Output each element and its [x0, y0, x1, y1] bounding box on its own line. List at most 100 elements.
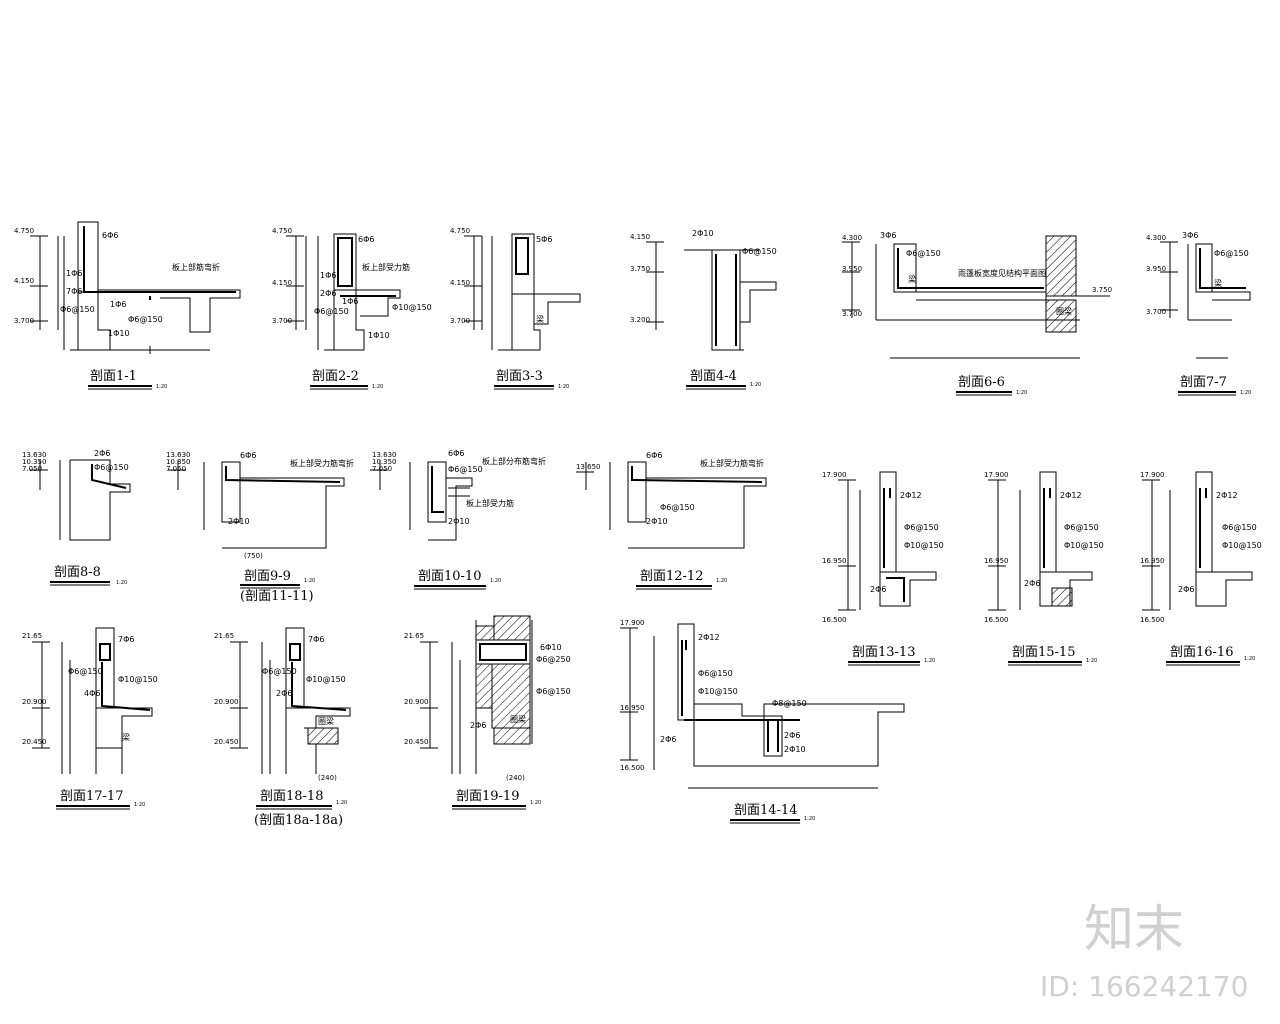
- rebar-note: 6Φ6: [240, 451, 256, 460]
- section-scale: 1:20: [530, 800, 541, 806]
- section-title: 剖面1-1: [90, 369, 137, 384]
- level-label: 20.450: [404, 738, 429, 746]
- section-scale: 1:20: [1244, 656, 1255, 662]
- level-label: 16.500: [822, 616, 847, 624]
- rebar-note: Φ6@150: [536, 687, 571, 696]
- rebar-note: Φ10@150: [698, 687, 738, 696]
- rebar-note: 2Φ12: [698, 633, 720, 642]
- section-scale: 1:20: [116, 580, 127, 586]
- section-15-15: 17.900 16.950 16.500 2Φ12 Φ6@150 Φ10@150…: [984, 471, 1104, 666]
- rebar-note: 1Φ10: [368, 331, 390, 340]
- section-title: 剖面19-19: [456, 789, 519, 804]
- section-title: 剖面9-9: [244, 569, 291, 584]
- section-title: 剖面7-7: [1180, 375, 1227, 390]
- rebar-note: Φ6@150: [660, 503, 695, 512]
- rebar-note: 2Φ10: [228, 517, 250, 526]
- rebar-note: 2Φ6: [660, 735, 676, 744]
- rebar-note: 2Φ12: [1060, 491, 1082, 500]
- rebar-note: Φ6@150: [262, 667, 297, 676]
- level-label: 16.950: [822, 557, 847, 565]
- rebar-note: 1Φ6: [66, 269, 82, 278]
- section-scale: 1:20: [804, 816, 815, 822]
- rebar-note: 1Φ6: [110, 300, 126, 309]
- level-label: 4.750: [450, 227, 470, 235]
- level-label: 3.700: [272, 317, 292, 325]
- rebar-note: Φ6@150: [448, 465, 483, 474]
- level-label: 4.300: [1146, 234, 1166, 242]
- rebar-note: Φ6@150: [742, 247, 777, 256]
- section-2-2: 4.750 4.150 3.700 6Φ6 1Φ6 2Φ6 1Φ6 Φ6@150…: [272, 227, 432, 390]
- section-16-16: 17.900 16.950 16.500 2Φ12 Φ6@150 Φ10@150…: [1140, 471, 1262, 666]
- level-label: 4.150: [450, 279, 470, 287]
- rebar-note: Φ6@150: [1222, 523, 1257, 532]
- level-label: 13.650: [576, 463, 601, 471]
- rebar-note: 雨篷板宽度见结构平面图: [958, 268, 1046, 278]
- level-label: 21.65: [404, 632, 424, 640]
- section-title: 剖面6-6: [958, 375, 1005, 390]
- rebar-note: 2Φ6: [784, 731, 800, 740]
- level-label: 17.900: [1140, 471, 1165, 479]
- level-label: 4.150: [630, 233, 650, 241]
- rebar-note: Φ8@150: [772, 699, 807, 708]
- rebar-note: 2Φ10: [646, 517, 668, 526]
- level-label: 4.750: [14, 227, 34, 235]
- rebar-note: 4Φ6: [84, 689, 100, 698]
- rebar-note: 梁: [536, 315, 544, 324]
- section-scale: 1:20: [1240, 390, 1251, 396]
- rebar-note: 2Φ6: [94, 449, 110, 458]
- rebar-note: 圈梁: [318, 717, 334, 726]
- rebar-note: Φ6@150: [314, 307, 349, 316]
- rebar-note: Φ6@150: [1064, 523, 1099, 532]
- section-title: 剖面8-8: [54, 565, 101, 580]
- level-label: 3.700: [842, 310, 862, 318]
- rebar-note: 2Φ12: [900, 491, 922, 500]
- level-label: 17.900: [620, 619, 645, 627]
- watermark-id: ID: 166242170: [1040, 970, 1248, 1003]
- level-label: 16.500: [1140, 616, 1165, 624]
- rebar-note: 2Φ6: [276, 689, 292, 698]
- level-label: 16.500: [984, 616, 1009, 624]
- level-label: 3.200: [630, 316, 650, 324]
- rebar-note: 2Φ10: [692, 229, 714, 238]
- level-label: 17.900: [822, 471, 847, 479]
- level-label: 4.150: [14, 277, 34, 285]
- rebar-note: Φ10@150: [118, 675, 158, 684]
- level-label: 20.900: [404, 698, 429, 706]
- section-9-9: 13.630 10.350 7.050 6Φ6 板上部受力筋弯折 2Φ10 (7…: [166, 451, 354, 604]
- rebar-note: 7Φ6: [308, 635, 324, 644]
- rebar-note: Φ6@150: [906, 249, 941, 258]
- level-label: 3.950: [842, 265, 862, 273]
- section-10-10: 13.630 10.350 7.050 6Φ6 Φ6@150 板上部分布筋弯折 …: [370, 449, 546, 590]
- section-scale: 1:20: [156, 384, 167, 390]
- section-scale: 1:20: [558, 384, 569, 390]
- rebar-note: 6Φ6: [358, 235, 374, 244]
- level-label: 21.65: [214, 632, 234, 640]
- level-label: 13.630: [166, 451, 191, 459]
- section-subtitle: (剖面18a-18a): [254, 813, 343, 828]
- rebar-note: 板上部受力筋: [466, 498, 514, 508]
- level-label: 20.450: [22, 738, 47, 746]
- section-3-3: 4.750 4.150 3.700 5Φ6 梁 剖面3-3 1:20: [450, 227, 581, 390]
- rebar-note: 1Φ6: [320, 271, 336, 280]
- dimension-note: (240): [506, 774, 525, 782]
- section-7-7: 4.300 3.950 3.700 3Φ6 Φ6@150 梁 剖面7-7 1:2…: [1146, 231, 1251, 396]
- section-title: 剖面4-4: [690, 369, 737, 384]
- section-6-6: 4.300 3.950 3.700 3.750 3Φ6 Φ6@150 梁 圈梁 …: [842, 231, 1112, 396]
- section-14-14: 17.900 16.950 16.500 2Φ12 Φ6@150 Φ10@150…: [620, 619, 905, 824]
- section-19-19: 21.65 20.900 20.450 6Φ10 Φ6@250 Φ6@150 2…: [404, 615, 571, 810]
- rebar-note: 板上部分布筋弯折: [482, 456, 546, 466]
- rebar-note: 2Φ10: [448, 517, 470, 526]
- section-17-17: 21.65 20.900 20.450 7Φ6 Φ6@150 Φ10@150 4…: [22, 627, 158, 810]
- level-label: 10.350: [372, 458, 397, 466]
- section-subtitle: (剖面11-11): [240, 589, 314, 604]
- level-label: 10.350: [22, 458, 47, 466]
- rebar-note: 板上部受力筋: [362, 262, 410, 272]
- rebar-note: 梁: [122, 733, 130, 742]
- section-8-8: 13.630 10.350 7.050 2Φ6 Φ6@150 剖面8-8 1:2…: [22, 449, 131, 586]
- level-label: 16.950: [1140, 557, 1165, 565]
- section-scale: 1:20: [336, 800, 347, 806]
- rebar-note: 7Φ6: [118, 635, 134, 644]
- level-label: 3.700: [14, 317, 34, 325]
- level-label: 20.450: [214, 738, 239, 746]
- rebar-note: Φ6@150: [94, 463, 129, 472]
